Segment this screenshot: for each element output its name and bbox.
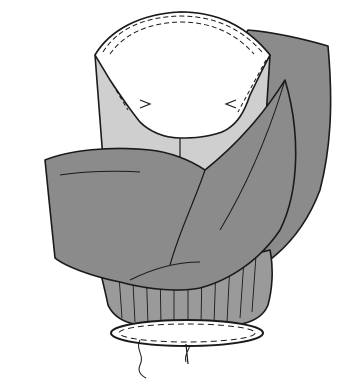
thread-end-left xyxy=(139,340,146,378)
waistband-opening xyxy=(111,320,263,346)
